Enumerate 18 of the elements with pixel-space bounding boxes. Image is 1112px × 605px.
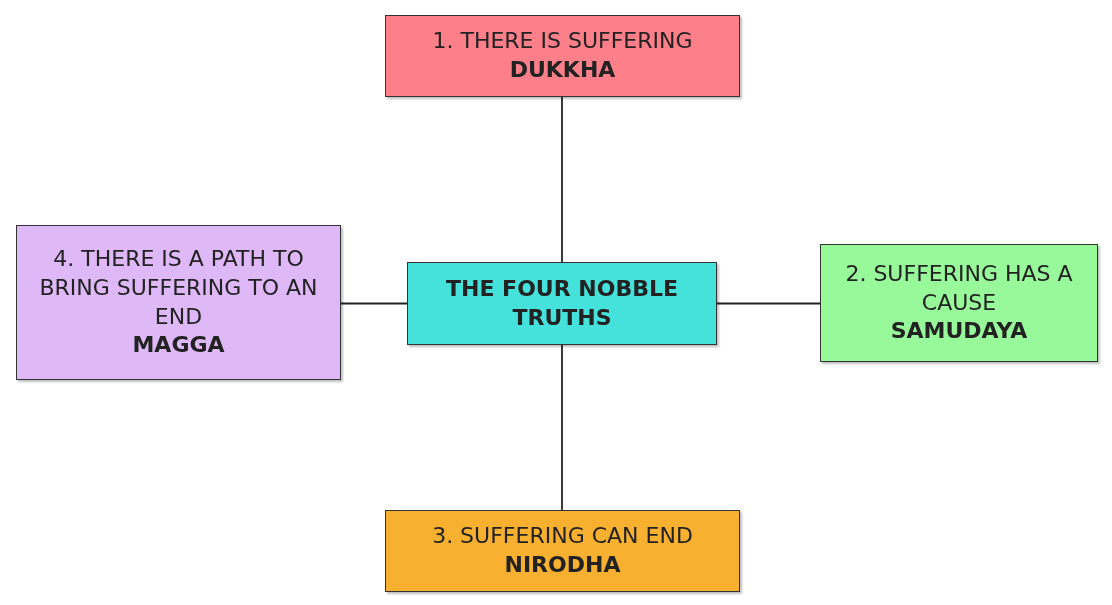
truth-box xyxy=(16,225,341,380)
title-box xyxy=(407,262,717,345)
connector-line xyxy=(561,344,563,511)
pali-term: MAGGA xyxy=(131,331,226,360)
pali-term: DUKKHA xyxy=(508,56,617,84)
heading-text: THE FOUR NOBBLE TRUTHS xyxy=(445,274,679,332)
heading-text: 1. THERE IS SUFFERING xyxy=(431,27,694,56)
heading-text: 4. THERE IS A PATH TO BRING SUFFERING TO AN END xyxy=(38,245,319,331)
connector-line xyxy=(340,302,408,305)
heading-text: 2. SUFFERING HAS A CAUSE xyxy=(844,260,1074,317)
pali-term: NIRODHA xyxy=(503,551,622,579)
truth-box xyxy=(820,244,1098,362)
truth-box xyxy=(385,15,740,97)
heading-text: 3. SUFFERING CAN END xyxy=(431,522,694,551)
pali-term: SAMUDAYA xyxy=(889,317,1029,346)
connector-line xyxy=(561,96,563,263)
truth-box xyxy=(385,510,740,592)
connector-line xyxy=(716,302,821,305)
